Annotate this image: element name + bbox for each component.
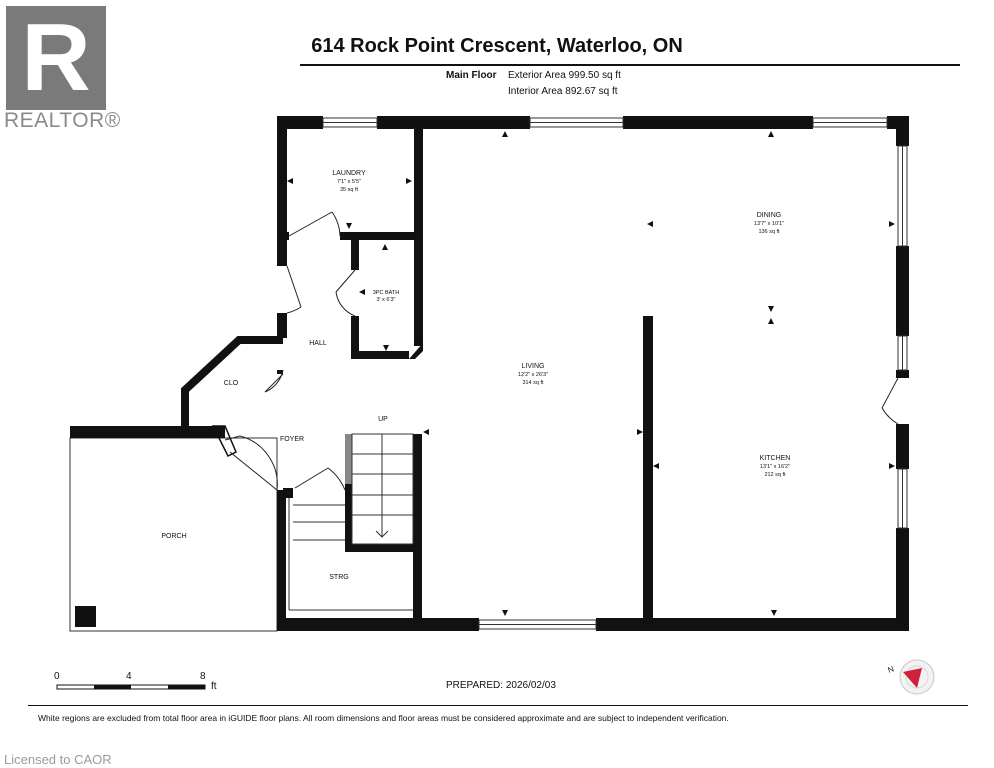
scale-unit: ft [211,681,217,692]
dining-label: DINING [757,212,782,219]
laundry-area: 35 sq ft [340,187,359,193]
scale-label-4: 4 [126,671,132,682]
porch-wall [70,426,225,438]
living-area: 314 sq ft [522,380,544,386]
bath-dims: 3' x 6'3" [376,297,395,303]
dimension-markers [287,131,895,616]
title-divider [300,64,960,66]
bath-label: 3PC BATH [373,290,400,296]
realtor-wordmark: REALTOR® [4,109,121,132]
living-dims: 12'2" x 26'3" [518,372,548,378]
interior-walls [283,116,653,631]
dining-area: 136 sq ft [758,229,780,235]
compass-icon: N [887,659,935,695]
disclaimer-text: White regions are excluded from total fl… [38,713,729,723]
stairs [288,433,414,611]
footer-divider [28,705,968,706]
stairs-up-label: UP [378,416,388,423]
scale-bar [56,684,206,690]
scale-label-8: 8 [200,671,206,682]
kitchen-label: KITCHEN [760,455,791,462]
foyer-label: FOYER [280,436,304,443]
windows [322,117,908,630]
laundry-label: LAUNDRY [332,170,366,177]
porch-label: PORCH [161,533,186,540]
realtor-logo: R [6,6,106,110]
compass-north: N [887,664,896,675]
logo-letter: R [21,4,91,111]
living-label: LIVING [522,363,545,370]
closet-label: CLO [224,380,239,387]
license-note: Licensed to CAOR [4,752,112,767]
porch-post [75,606,96,627]
dining-dims: 13'7" x 10'1" [754,221,784,227]
doors [224,211,899,491]
hall-label: HALL [309,340,327,347]
bath-corner [409,343,423,359]
floor-label: Main Floor [446,70,497,81]
interior-area: Interior Area 892.67 sq ft [508,86,618,97]
exterior-area: Exterior Area 999.50 sq ft [508,70,621,81]
kitchen-dims: 13'1" x 16'2" [760,464,790,470]
property-title: 614 Rock Point Crescent, Waterloo, ON [311,35,683,57]
kitchen-area: 212 sq ft [764,472,786,478]
storage-label: STRG [329,574,348,581]
exterior-walls [277,116,909,631]
scale-label-0: 0 [54,671,60,682]
laundry-dims: 7'1" x 5'5" [337,179,361,185]
stair-rail [345,434,352,484]
entry-sidelight [211,425,237,458]
closet-wall [181,336,283,428]
prepared-date: PREPARED: 2026/02/03 [446,680,556,691]
